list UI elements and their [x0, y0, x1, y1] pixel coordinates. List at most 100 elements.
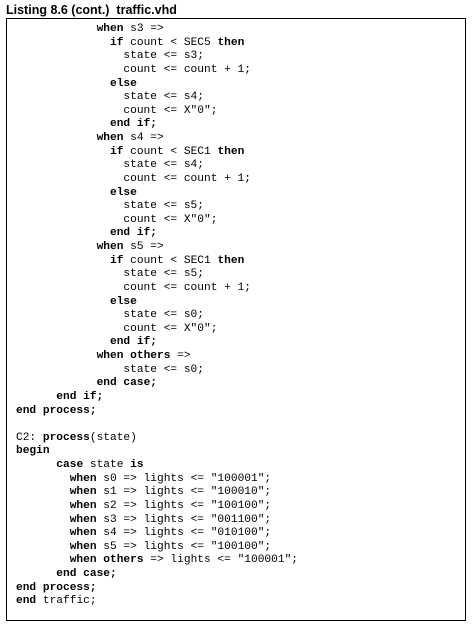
- code-keyword: when: [69, 499, 97, 512]
- code-line: end case;: [16, 568, 298, 582]
- code-text: [16, 296, 110, 308]
- code-text: [16, 514, 70, 526]
- code-keyword: then: [217, 254, 245, 267]
- code-text: state <= s0;: [16, 363, 204, 376]
- code-line: case state is: [16, 459, 298, 473]
- code-text: state <= s5;: [16, 200, 204, 213]
- code-text: [16, 486, 70, 498]
- code-line: end process;: [16, 582, 298, 596]
- code-text: [16, 336, 110, 348]
- code-text: traffic;: [36, 595, 97, 608]
- code-line: state <= s0;: [16, 364, 298, 378]
- code-keyword: else: [110, 77, 137, 90]
- code-line: state <= s4;: [16, 91, 298, 105]
- code-line: count <= count + 1;: [16, 64, 298, 78]
- code-line: end if;: [16, 336, 298, 350]
- code-line: when s1 => lights <= "100010";: [16, 486, 298, 500]
- code-line: when others => lights <= "100001";: [16, 554, 298, 568]
- code-keyword: end: [16, 595, 37, 608]
- code-text: count <= count + 1;: [16, 281, 251, 294]
- code-text: =>: [170, 350, 191, 362]
- code-line: end if;: [16, 227, 298, 241]
- code-line: when s2 => lights <= "100100";: [16, 500, 298, 514]
- code-keyword: when: [69, 527, 97, 540]
- code-text: [16, 500, 70, 512]
- code-text: [16, 23, 97, 35]
- code-keyword: end case;: [96, 377, 158, 390]
- code-line: end case;: [16, 377, 298, 391]
- code-keyword: then: [217, 36, 245, 49]
- code-keyword: else: [110, 186, 137, 199]
- code-keyword: end if;: [110, 118, 157, 131]
- code-line: when others =>: [16, 350, 298, 364]
- code-text: s3 => lights <= "001100";: [96, 513, 272, 526]
- code-line: count <= X"0";: [16, 105, 298, 119]
- code-text: count <= count + 1;: [16, 63, 251, 76]
- code-text: state <= s0;: [16, 309, 204, 322]
- code-keyword: end process;: [16, 404, 97, 417]
- code-line: [16, 418, 298, 432]
- code-keyword: if: [110, 145, 124, 158]
- code-block: when s3 => if count < SEC5 then state <=…: [16, 23, 298, 609]
- code-line: end traffic;: [16, 595, 298, 609]
- code-keyword: begin: [16, 445, 50, 458]
- code-keyword: end if;: [110, 227, 157, 240]
- code-text: count < SEC1: [123, 254, 218, 267]
- code-text: [16, 568, 56, 580]
- code-text: [16, 132, 97, 144]
- code-line: when s3 => lights <= "001100";: [16, 514, 298, 528]
- code-line: state <= s3;: [16, 50, 298, 64]
- code-line: end if;: [16, 118, 298, 132]
- code-keyword: when: [69, 540, 97, 553]
- code-keyword: then: [217, 145, 245, 158]
- code-text: s5 =>: [123, 241, 164, 253]
- code-line: else: [16, 78, 298, 92]
- code-line: count <= X"0";: [16, 323, 298, 337]
- code-line: when s5 => lights <= "100100";: [16, 541, 298, 555]
- code-keyword: process: [42, 431, 90, 444]
- code-text: [16, 241, 97, 253]
- code-text: count <= count + 1;: [16, 172, 251, 185]
- code-text: [16, 146, 110, 158]
- code-text: count <= X"0";: [16, 322, 218, 335]
- code-text: count <= X"0";: [16, 104, 218, 117]
- code-listing-box: when s3 => if count < SEC5 then state <=…: [6, 18, 466, 621]
- code-text: s5 => lights <= "100100";: [96, 540, 272, 553]
- code-text: [16, 527, 70, 539]
- code-text: count < SEC5: [123, 36, 218, 49]
- code-line: end if;: [16, 391, 298, 405]
- code-line: when s0 => lights <= "100001";: [16, 473, 298, 487]
- code-text: [16, 541, 70, 553]
- code-line: when s4 => lights <= "010100";: [16, 527, 298, 541]
- code-line: state <= s5;: [16, 268, 298, 282]
- code-line: state <= s0;: [16, 309, 298, 323]
- code-text: [16, 459, 56, 471]
- code-keyword: when: [69, 486, 97, 499]
- code-line: count <= count + 1;: [16, 282, 298, 296]
- code-text: state <= s4;: [16, 91, 204, 104]
- code-line: if count < SEC5 then: [16, 37, 298, 51]
- code-text: state <= s4;: [16, 159, 204, 172]
- code-keyword: when: [96, 241, 124, 253]
- code-text: [16, 78, 110, 90]
- code-text: [16, 350, 97, 362]
- code-keyword: case: [56, 459, 84, 471]
- code-text: state: [83, 459, 131, 471]
- code-line: count <= count + 1;: [16, 173, 298, 187]
- code-line: begin: [16, 445, 298, 459]
- code-keyword: if: [110, 254, 124, 267]
- code-keyword: if: [110, 36, 124, 49]
- code-keyword: end if;: [56, 390, 104, 403]
- code-text: [16, 473, 70, 485]
- code-text: (state): [89, 431, 137, 444]
- code-text: s4 => lights <= "010100";: [96, 527, 272, 540]
- code-line: C2: process(state): [16, 432, 298, 446]
- code-keyword: when others: [69, 554, 144, 567]
- code-text: [16, 37, 110, 49]
- code-text: s0 => lights <= "100001";: [96, 472, 272, 485]
- code-keyword: when: [96, 132, 124, 144]
- code-line: when s3 =>: [16, 23, 298, 37]
- code-text: => lights <= "100001";: [143, 554, 298, 567]
- listing-caption: Listing 8.6 (cont.) traffic.vhd: [6, 3, 177, 17]
- code-line: else: [16, 187, 298, 201]
